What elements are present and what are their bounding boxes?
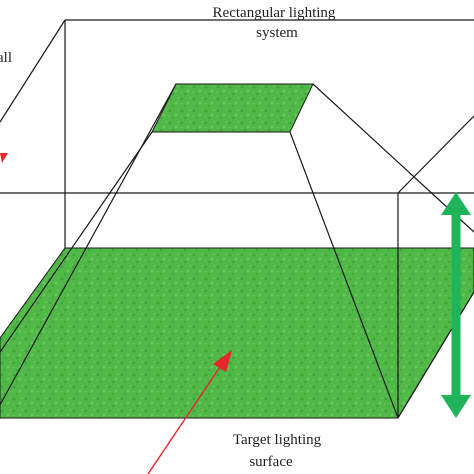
top-label-line2: system [256,25,298,41]
beam-line-left [0,131,153,353]
target-surface [0,247,474,419]
left-label-fragment: all [0,50,12,66]
right-wall-diagonal [397,115,474,194]
beam-line-back-left [0,83,177,406]
beam-line-right [289,131,399,419]
floor-front-right-edge [397,291,474,419]
double-headed-arrow-icon [441,192,471,418]
left-red-marker-icon [0,153,8,163]
bottom-label-line2: surface [249,454,293,470]
bottom-label-line1: Target lighting [233,432,322,448]
top-label-line1: Rectangular lighting [213,5,336,21]
red-arrow-icon [147,350,232,474]
lighting-system-panel [151,83,314,133]
left-ceiling-edge [0,19,66,123]
room-outline [0,19,474,419]
